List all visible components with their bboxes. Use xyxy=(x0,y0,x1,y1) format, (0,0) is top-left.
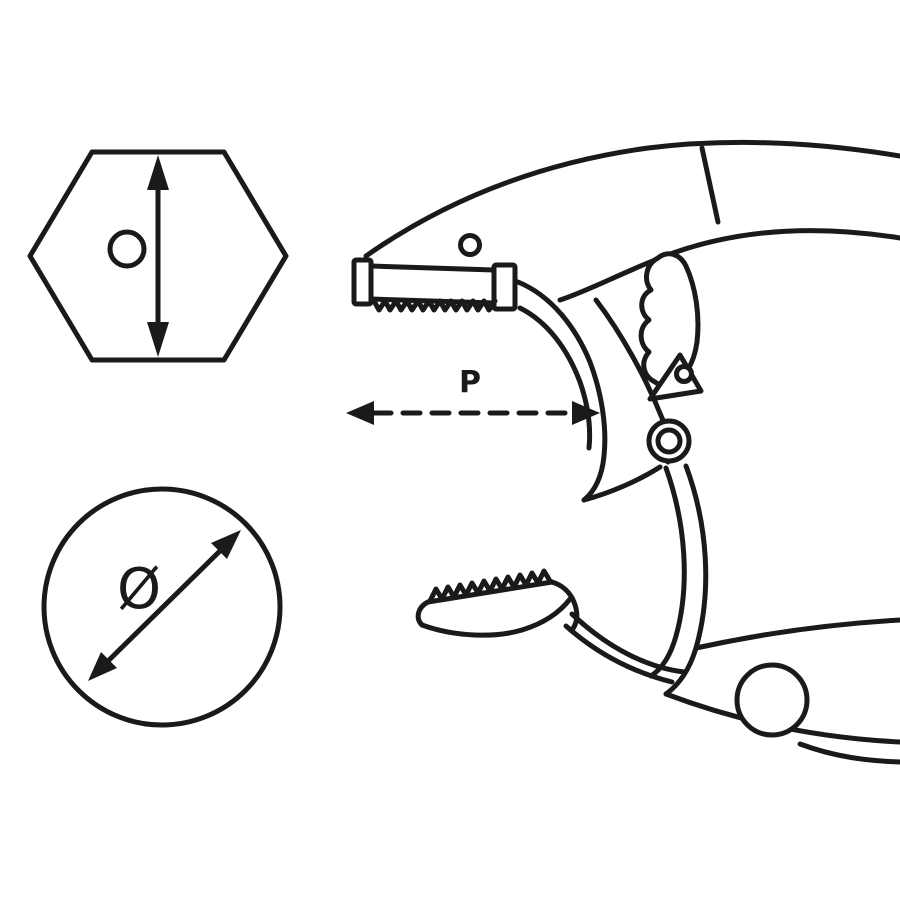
locking-pliers-drawing xyxy=(351,139,900,765)
link-pin xyxy=(674,364,694,384)
handle-grip-divider xyxy=(699,145,721,225)
jaw-capacity-label: P xyxy=(459,365,481,400)
upper-handle-bottom-line xyxy=(557,228,900,303)
diameter-sign: Ø xyxy=(117,557,161,622)
lower-jaw-top-edge xyxy=(425,579,555,605)
head-front-edge xyxy=(515,279,608,503)
hexagon-arrowhead-bottom xyxy=(147,322,169,357)
hexagon-size-symbol xyxy=(27,149,289,363)
lower-jaw-bottom-edge xyxy=(419,596,573,638)
dimension-arrowhead-left xyxy=(346,401,374,425)
lower-handle-step-line xyxy=(797,741,900,765)
lower-arm-inner-curve xyxy=(648,465,687,679)
upper-jaw-left-cap xyxy=(351,257,374,307)
upper-handle-top-line xyxy=(363,139,900,259)
hexagon-center-hole xyxy=(107,229,147,269)
head-front-inner-line xyxy=(517,305,593,451)
jaw-opening-dimension: P xyxy=(346,365,600,425)
spring-lower-curve xyxy=(563,623,675,685)
upper-jaw-serrations xyxy=(371,298,498,313)
upper-jaw-right-cap xyxy=(491,262,518,312)
spring-upper-curve xyxy=(569,611,687,675)
lower-jaw-right-step xyxy=(549,579,580,633)
dimension-arrowhead-right xyxy=(572,401,600,425)
diameter-symbol: Ø xyxy=(41,486,283,728)
diameter-arrowhead-upper-right xyxy=(211,530,241,559)
lower-arm-outer-curve xyxy=(663,463,709,697)
lower-jaw-tip xyxy=(415,599,431,628)
lower-handle-pivot xyxy=(734,662,810,738)
diameter-arrow-shaft xyxy=(103,545,226,666)
diameter-arrowhead-lower-left xyxy=(88,652,117,681)
hexagon-arrowhead-top xyxy=(147,155,169,190)
lower-handle-top-line xyxy=(693,617,900,651)
head-bottom-edge xyxy=(581,464,663,503)
pivot-inner xyxy=(655,427,683,455)
body-hole xyxy=(458,233,482,257)
upper-jaw-top-edge xyxy=(368,263,497,273)
